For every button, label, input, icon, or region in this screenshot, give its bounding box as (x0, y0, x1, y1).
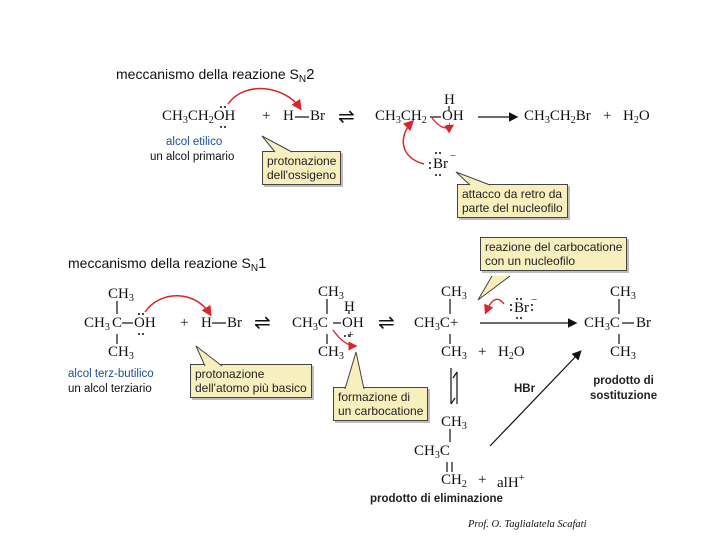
sn1-equilibrium-2: ⇌ (378, 312, 395, 334)
sn1-callout-nucleophile-pointer (477, 275, 511, 301)
sn2-bromide: Br (433, 156, 448, 172)
sn1-elim-ch3-top: CH3 (441, 414, 467, 432)
sn1-reactant-ch3-top: CH3 (108, 286, 134, 304)
sn1-protonated-left: CH3C (292, 315, 328, 333)
sn1-bromide: Br (514, 300, 529, 316)
sn1-reactant-ch3-left: CH3 (84, 315, 110, 333)
sn2-callout-protonation: protonazione dell'ossigeno (262, 151, 342, 185)
sn1-water: H2O (498, 344, 525, 362)
sn2-curved-arrow-attack (402, 119, 425, 165)
sn1-carbocation-ch3-top: CH3 (441, 284, 467, 302)
sn2-equilibrium-arrow: ⇌ (338, 106, 355, 128)
sn1-hbr-label: HBr (514, 383, 536, 395)
author-credit: Prof. O. Taglialatela Scafati (468, 519, 587, 530)
sn1-elim-plus: + (478, 472, 487, 488)
sn1-curved-arrow-leaving (332, 329, 358, 351)
sn2-callout-attack-pointer (455, 171, 491, 186)
sn1-carbocation-ch3-bottom: CH3 (441, 344, 467, 362)
sn1-plus-water: + (478, 344, 487, 360)
sn1-product-ch3-top: CH3 (610, 284, 636, 302)
sn1-reactant-oh: OH (134, 315, 156, 331)
sn1-elim-ch2: CH2 (441, 472, 467, 490)
sn1-equilibrium-1: ⇌ (254, 312, 271, 334)
sn2-hbr-h: H (283, 108, 294, 124)
sn1-product-br: Br (636, 315, 651, 331)
sn1-hbr-arrow (489, 350, 582, 447)
sn1-callout-carbocation: formazione di un carbocatione (333, 387, 429, 421)
sn1-callout-nucleophile: reazione del carbocatione con un nucleof… (480, 237, 628, 271)
sn1-protonated-ch3-bottom: CH3 (318, 344, 344, 362)
sn1-hbr-h: H (201, 315, 212, 331)
sn2-water: H2O (623, 108, 650, 126)
sn1-hbr-br: Br (227, 315, 242, 331)
sn2-hbr-br: Br (310, 108, 325, 124)
sn1-protonated-charge: + (347, 327, 354, 341)
sn2-product: CH3CH2Br (524, 108, 591, 126)
sn1-reactant-c: C (112, 315, 123, 331)
sn1-elimination-label: prodotto di eliminazione (370, 493, 503, 505)
sn1-plus-1: + (180, 315, 189, 331)
sn2-lone-pairs (220, 106, 441, 176)
sn2-reactant-name: alcol etilico (166, 136, 223, 148)
sn1-reactant-class: un alcol terziario (68, 383, 152, 395)
sn1-curved-arrow-protonation (144, 295, 212, 317)
sn1-protonated-ch3-top: CH3 (318, 284, 344, 302)
sn1-callout-carbocation-pointer (344, 351, 365, 390)
sn1-callout-protonation-pointer (195, 345, 223, 367)
sn1-elim-acid: alH+ (497, 472, 525, 491)
sn1-title: meccanismo della reazione SN1 (68, 255, 267, 274)
sn2-curved-arrow-leaving (431, 117, 455, 134)
sn2-intermediate-oh: OH (442, 108, 464, 124)
sn2-plus-1: + (262, 108, 271, 124)
sn2-title: meccanismo della reazione SN2 (116, 66, 315, 85)
sn1-callout-protonation: protonazione dell'atomo più basico (190, 364, 312, 398)
sn1-product-left: CH3C (584, 315, 620, 333)
sn2-callout-backside-attack: attacco da retro da parte del nucleofilo (457, 184, 568, 218)
sn1-bromide-charge: − (531, 294, 538, 306)
sn1-reactant-ch3-bottom: CH3 (108, 344, 134, 362)
sn1-reactant-name: alcol terz-butilico (68, 368, 154, 380)
sn1-substitution-label: prodotto di sostituzione (590, 375, 658, 402)
sn1-lone-pairs (138, 298, 533, 337)
sn2-intermediate-h: H (444, 92, 455, 108)
sn1-elim-left: CH3C (414, 443, 450, 461)
sn2-callout-protonation-pointer (261, 135, 293, 153)
sn2-reactant-class: un alcol primario (150, 151, 235, 163)
sn1-curved-arrow-nucleophile (484, 298, 505, 315)
sn2-plus-2: + (603, 108, 612, 124)
sn1-product-ch3-bottom: CH3 (610, 344, 636, 362)
sn1-protonated-oh: OH (342, 315, 364, 331)
sn1-carbocation: CH3C+ (414, 315, 459, 333)
sn2-curved-arrow-protonation (227, 87, 302, 111)
sn2-reactant-ethanol: CH3CH2OH (162, 108, 236, 126)
sn1-protonated-h: H (344, 299, 355, 315)
sn2-bromide-charge: − (450, 150, 457, 162)
